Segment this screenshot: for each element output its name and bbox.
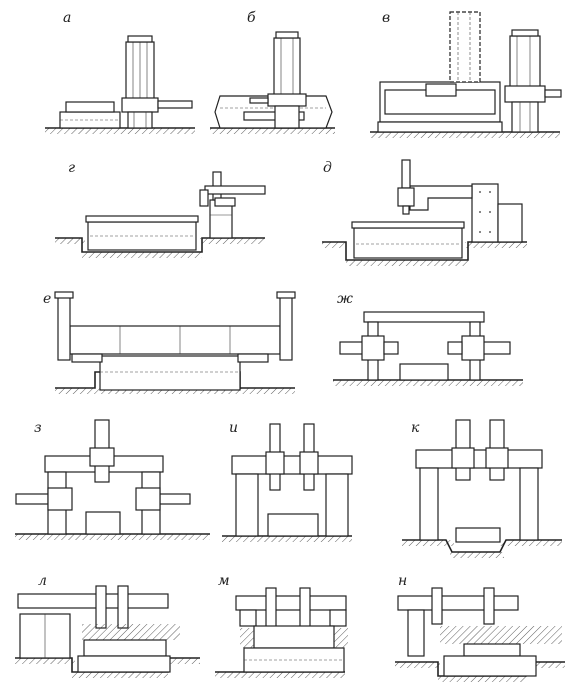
panel-label-i: и [229, 420, 238, 436]
panel-label-k: к [411, 420, 420, 436]
panel-label-l: л [38, 573, 47, 589]
panel-label-a: а [63, 10, 71, 26]
panel-l: л [15, 573, 200, 678]
panel-e: е [43, 291, 296, 394]
panel-label-v: в [382, 10, 390, 26]
panel-label-n: н [398, 573, 407, 589]
panel-d: д [322, 159, 527, 266]
panel-m: м [215, 573, 348, 678]
panel-b: б [210, 10, 335, 134]
panel-label-d: д [323, 160, 332, 176]
panel-v: в [370, 10, 562, 138]
panel-zh: ж [333, 291, 523, 386]
panel-label-z: з [34, 420, 42, 436]
panel-i: и [222, 420, 353, 542]
panel-k: к [402, 419, 562, 558]
panel-label-zh: ж [337, 291, 353, 307]
panel-z: з [15, 419, 210, 540]
panel-n: н [395, 573, 565, 682]
panel-a: а [45, 10, 195, 134]
panel-label-b: б [247, 10, 256, 26]
panel-label-e: е [43, 291, 51, 307]
panel-label-m: м [218, 573, 230, 589]
panel-g: г [55, 160, 266, 258]
panel-label-g: г [68, 160, 75, 176]
